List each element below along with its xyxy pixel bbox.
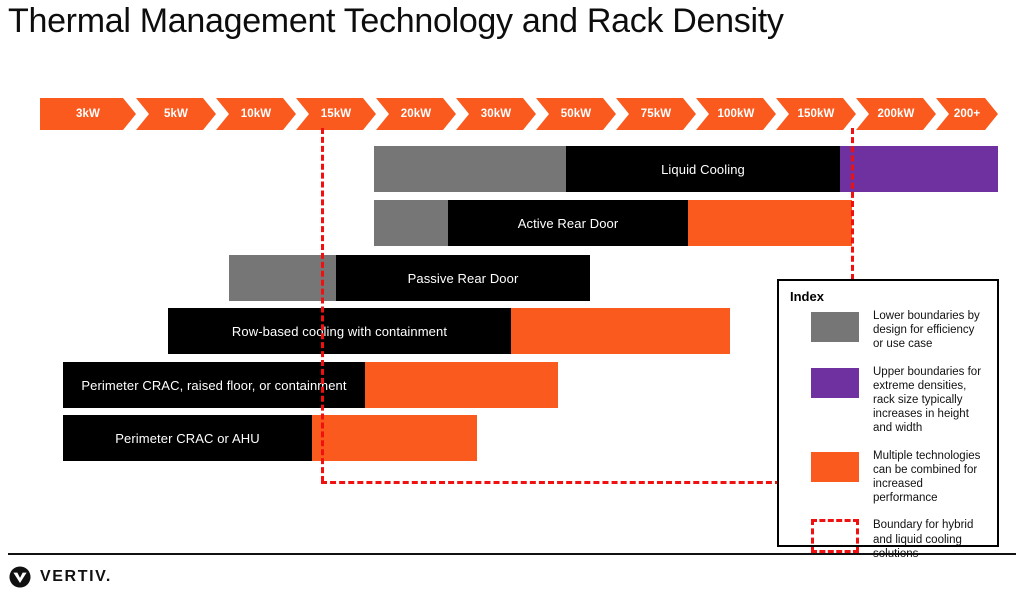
density-scale-axis: 3kW 5kW 10kW 15kW 20kW 30kW 50kW 75kW 10… [40, 98, 998, 130]
bar-segment-primary: Active Rear Door [448, 200, 688, 246]
bar-segment-primary: Liquid Cooling [566, 146, 840, 192]
bar-segment-combined [312, 415, 477, 461]
bar-segment-lower-boundary [374, 146, 566, 192]
vertiv-brand: VERTIV. [9, 566, 112, 588]
legend-label: Lower boundaries by design for efficienc… [873, 310, 980, 351]
bar-segment-combined [511, 308, 730, 354]
scale-tick-label: 10kW [240, 108, 272, 120]
bar-passive-rear-door[interactable]: Passive Rear Door [0, 255, 1024, 301]
legend-swatch-purple [811, 367, 859, 398]
scale-tick-20kw[interactable]: 20kW [376, 98, 456, 130]
bar-segment-primary: Passive Rear Door [336, 255, 590, 301]
boundary-line-horizontal [321, 481, 781, 484]
scale-tick-label: 75kW [640, 108, 672, 120]
bar-label: Perimeter CRAC or AHU [115, 430, 260, 446]
scale-tick-3kw[interactable]: 3kW [40, 98, 136, 130]
vertiv-logo-icon [9, 566, 31, 588]
bar-active-rear-door[interactable]: Active Rear Door [0, 200, 1024, 246]
bar-segment-lower-boundary [229, 255, 336, 301]
scale-tick-label: 200+ [953, 108, 981, 120]
bar-label: Active Rear Door [517, 215, 619, 231]
bar-segment-primary: Perimeter CRAC, raised floor, or contain… [63, 362, 365, 408]
bar-label: Liquid Cooling [661, 161, 745, 177]
scale-tick-label: 200kW [877, 108, 915, 120]
scale-tick-label: 30kW [480, 108, 512, 120]
bar-row-based-cooling[interactable]: Row-based cooling with containment [0, 308, 1024, 354]
bar-perimeter-crac-or-ahu[interactable]: Perimeter CRAC or AHU [0, 415, 1024, 461]
legend-item-hybrid-boundary: Boundary for hybrid and liquid cooling s… [779, 518, 997, 561]
legend-label: Multiple technologies can be combined fo… [873, 449, 981, 505]
page-title: Thermal Management Technology and Rack D… [8, 2, 784, 40]
scale-tick-200plus[interactable]: 200+ [936, 98, 998, 130]
bar-segment-primary: Perimeter CRAC or AHU [63, 415, 312, 461]
legend-swatch-gray [811, 312, 859, 342]
bar-segment-primary: Row-based cooling with containment [168, 308, 511, 354]
scale-tick-100kw[interactable]: 100kW [696, 98, 776, 130]
bar-liquid-cooling[interactable]: Liquid Cooling [0, 146, 1024, 192]
bar-label: Perimeter CRAC, raised floor, or contain… [81, 377, 347, 393]
vertiv-wordmark: VERTIV. [40, 568, 112, 585]
scale-tick-label: 5kW [164, 108, 188, 120]
legend-item-multiple-technologies: Multiple technologies can be combined fo… [779, 449, 997, 506]
legend-label: Upper boundaries for extreme densities, … [873, 365, 982, 435]
scale-tick-15kw[interactable]: 15kW [296, 98, 376, 130]
scale-tick-label: 3kW [76, 108, 100, 120]
bar-perimeter-crac-raised-floor[interactable]: Perimeter CRAC, raised floor, or contain… [0, 362, 1024, 408]
bar-label: Row-based cooling with containment [231, 323, 448, 339]
legend-label: Boundary for hybrid and liquid cooling s… [873, 519, 974, 560]
scale-tick-30kw[interactable]: 30kW [456, 98, 536, 130]
legend-swatch-orange [811, 451, 859, 482]
bar-segment-lower-boundary [374, 200, 448, 246]
bar-segment-upper-boundary [840, 146, 998, 192]
scale-tick-50kw[interactable]: 50kW [536, 98, 616, 130]
scale-tick-150kw[interactable]: 150kW [776, 98, 856, 130]
scale-tick-5kw[interactable]: 5kW [136, 98, 216, 130]
index-legend: Index Lower boundaries by design for eff… [777, 279, 999, 560]
scale-tick-10kw[interactable]: 10kW [216, 98, 296, 130]
scale-tick-label: 100kW [717, 108, 755, 120]
bar-label: Passive Rear Door [407, 270, 519, 286]
index-title: Index [790, 289, 824, 304]
footer-divider [8, 553, 1016, 555]
scale-tick-label: 15kW [320, 108, 352, 120]
legend-item-upper-boundaries: Upper boundaries for extreme densities, … [779, 365, 997, 436]
scale-tick-label: 20kW [400, 108, 432, 120]
scale-tick-75kw[interactable]: 75kW [616, 98, 696, 130]
bar-segment-combined [688, 200, 852, 246]
scale-tick-200kw[interactable]: 200kW [856, 98, 936, 130]
legend-swatch-dashed-red [811, 519, 859, 554]
scale-tick-label: 150kW [797, 108, 835, 120]
legend-item-lower-boundaries: Lower boundaries by design for efficienc… [779, 309, 997, 352]
boundary-line-15kw [321, 128, 324, 482]
legend-list: Lower boundaries by design for efficienc… [779, 309, 997, 574]
bar-segment-combined [365, 362, 558, 408]
boundary-line-200kw [851, 128, 854, 280]
scale-tick-label: 50kW [560, 108, 592, 120]
